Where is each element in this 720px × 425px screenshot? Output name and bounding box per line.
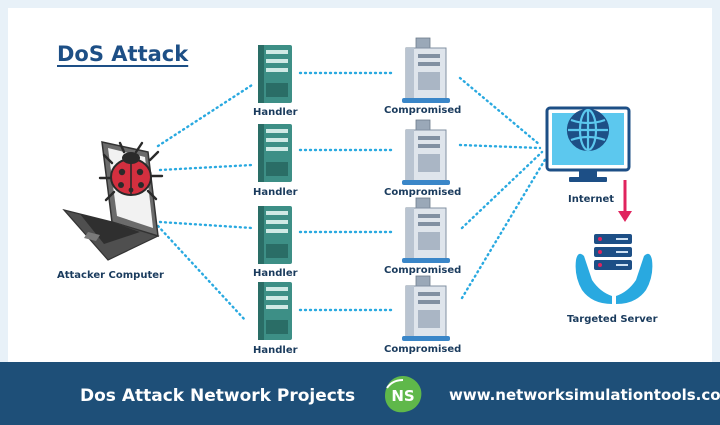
- compromised-label-4: Compromised: [384, 344, 462, 355]
- link-attacker-handler-4: [156, 224, 247, 322]
- ns-logo-icon: NS: [385, 376, 422, 413]
- link-compromised-internet-3: [460, 150, 544, 230]
- handler-label-3: Handler: [253, 268, 298, 279]
- link-compromised-internet-2: [458, 143, 542, 150]
- targeted-server-label: Targeted Server: [567, 314, 658, 325]
- handler-label-2: Handler: [253, 187, 298, 198]
- handler-tower-icon-4: [258, 282, 292, 340]
- handler-tower-icon-1: [258, 45, 292, 103]
- attacker-label: Attacker Computer: [57, 270, 164, 281]
- compromised-machine-icon-4: [402, 275, 450, 341]
- handler-label-4: Handler: [253, 345, 298, 356]
- link-compromised-internet-4: [460, 156, 548, 300]
- diagram-title: DoS Attack: [57, 42, 189, 66]
- handler-label-1: Handler: [253, 107, 298, 118]
- compromised-machine-icon-1: [402, 37, 450, 103]
- internet-label: Internet: [568, 194, 615, 205]
- hands-icon: [575, 253, 653, 304]
- internet-monitor-icon: [545, 106, 631, 182]
- footer-bar: [0, 362, 720, 425]
- attack-arrow-icon: [618, 180, 632, 222]
- compromised-machine-icon-3: [402, 197, 450, 263]
- compromised-label-3: Compromised: [384, 265, 462, 276]
- attacker-laptop-icon: [62, 141, 160, 261]
- footer-url-link[interactable]: www.networksimulationtools.com: [449, 386, 720, 404]
- globe-icon: [566, 108, 610, 152]
- compromised-label-2: Compromised: [384, 187, 462, 198]
- link-attacker-handler-2: [158, 163, 254, 172]
- link-attacker-handler-3: [158, 220, 254, 230]
- compromised-label-1: Compromised: [384, 105, 462, 116]
- link-compromised-internet-1: [458, 76, 542, 147]
- footer-title: Dos Attack Network Projects: [80, 386, 356, 406]
- handler-tower-icon-2: [258, 124, 292, 182]
- targeted-server-icon: [594, 234, 632, 270]
- ns-logo-text: NS: [391, 387, 414, 405]
- compromised-machine-icon-2: [402, 119, 450, 185]
- virus-bug-icon: [98, 141, 164, 202]
- link-attacker-handler-1: [156, 83, 254, 148]
- handler-tower-icon-3: [258, 206, 292, 264]
- connection-lines: [156, 71, 548, 322]
